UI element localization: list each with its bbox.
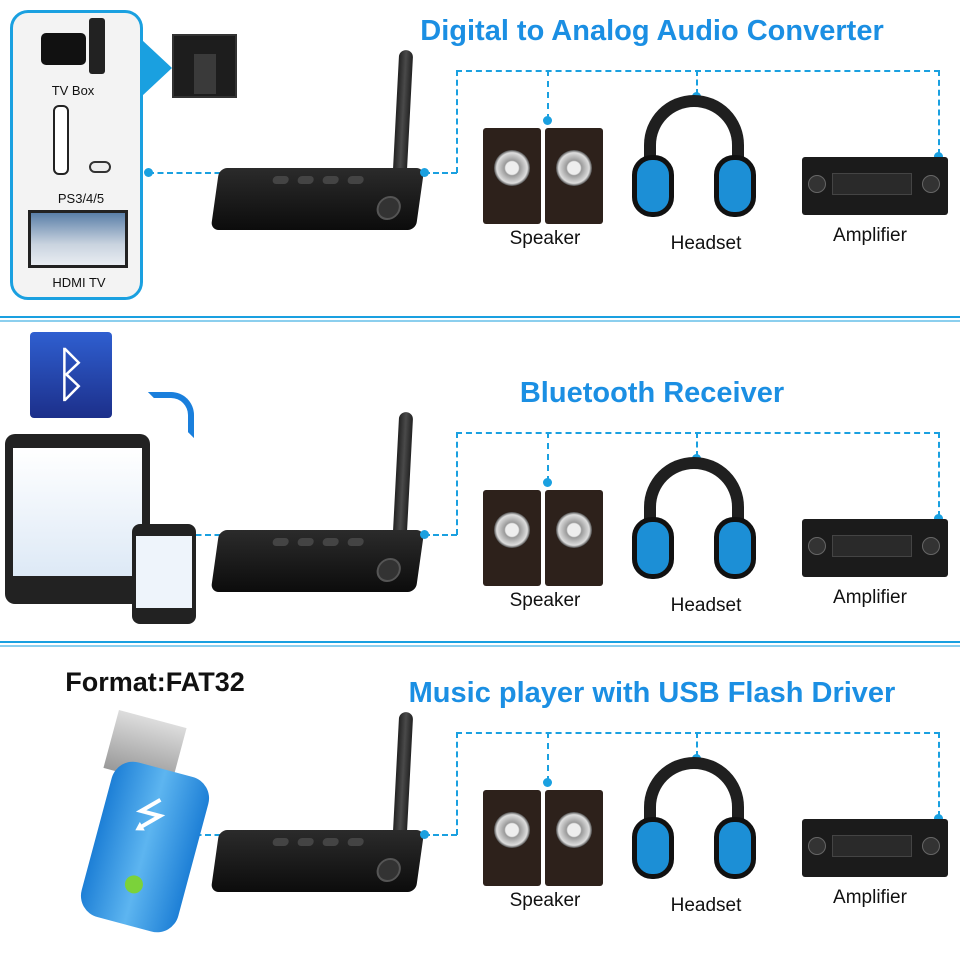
headset-image <box>632 757 757 887</box>
format-label: Format:FAT32 <box>65 667 245 697</box>
connector-line <box>456 70 940 72</box>
connector-dot <box>144 168 153 177</box>
connection-section: Music player with USB Flash Driver Speak… <box>0 662 960 972</box>
panel-pointer <box>142 40 172 96</box>
connector-line <box>424 834 457 836</box>
antenna <box>392 411 414 538</box>
converter-device <box>210 830 425 892</box>
connector-line <box>938 432 940 517</box>
section-title: Music player with USB Flash Driver <box>408 677 896 709</box>
volume-knob <box>375 858 403 882</box>
connector-line <box>547 432 549 482</box>
phone-image <box>132 524 196 624</box>
connection-section: Digital to Analog Audio Converter Speake… <box>0 0 960 310</box>
connector-line <box>938 732 940 817</box>
connector-line <box>547 70 549 120</box>
tablet-image <box>5 434 150 604</box>
source-devices-panel: TV Box PS3/4/5 HDMI TV <box>10 10 143 300</box>
usb-symbol-icon: ⭍ <box>128 790 172 842</box>
headset-label: Headset <box>670 895 742 916</box>
source-label: PS3/4/5 <box>57 191 105 206</box>
volume-knob <box>375 196 403 220</box>
connector-line <box>424 534 457 536</box>
connector-line <box>456 432 940 434</box>
led-indicator <box>122 873 145 896</box>
converter-device <box>210 530 425 592</box>
tv-image <box>28 210 128 268</box>
wireless-signal-icon <box>148 392 194 438</box>
connector-line <box>547 732 549 782</box>
bluetooth-icon: ᛒ <box>30 332 112 418</box>
connector-line <box>456 732 940 734</box>
usb-flash-drive-image: ⭍ <box>75 756 215 938</box>
amplifier-label: Amplifier <box>833 587 907 608</box>
amplifier-image <box>802 157 948 215</box>
console-image <box>53 105 69 175</box>
amplifier-label: Amplifier <box>833 887 907 908</box>
section-divider <box>0 316 960 322</box>
connection-section: Bluetooth Receiver Speaker Headset Ampli… <box>0 332 960 672</box>
headset-label: Headset <box>670 595 742 616</box>
connector-line <box>696 70 698 95</box>
source-label: HDMI TV <box>52 275 106 290</box>
amplifier-label: Amplifier <box>833 225 907 246</box>
connector-line <box>696 732 698 757</box>
headset-image <box>632 457 757 587</box>
connector-line <box>938 70 940 155</box>
amplifier-image <box>802 819 948 877</box>
optical-port-image <box>172 34 237 98</box>
headset-image <box>632 95 757 225</box>
speaker-label: Speaker <box>509 890 581 911</box>
connector-line <box>696 432 698 457</box>
speaker-label: Speaker <box>509 228 581 249</box>
section-divider <box>0 641 960 647</box>
section-title: Bluetooth Receiver <box>519 377 785 409</box>
antenna <box>392 49 414 176</box>
connector-line <box>424 172 457 174</box>
amplifier-image <box>802 519 948 577</box>
controller-image <box>89 161 111 173</box>
connector-line <box>456 432 458 535</box>
connector-line <box>456 732 458 835</box>
section-title: Digital to Analog Audio Converter <box>420 15 884 47</box>
remote-image <box>89 18 105 74</box>
headset-label: Headset <box>670 233 742 254</box>
connector-line <box>148 172 230 174</box>
speaker-label: Speaker <box>509 590 581 611</box>
tv-box-image <box>41 33 86 65</box>
antenna <box>392 711 414 838</box>
source-label: TV Box <box>51 83 95 98</box>
connector-line <box>456 70 458 173</box>
converter-device <box>210 168 425 230</box>
volume-knob <box>375 558 403 582</box>
